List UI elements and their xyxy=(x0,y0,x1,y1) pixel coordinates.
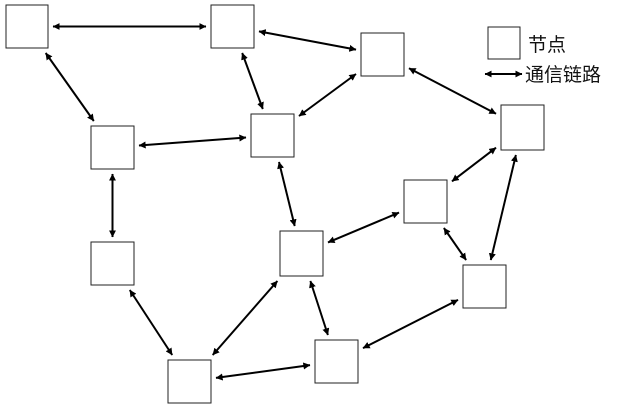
legend: 节点 通信链路 xyxy=(485,27,601,86)
node-n9 xyxy=(404,180,447,223)
link-n3-n6 xyxy=(409,68,496,113)
link-n6-n9 xyxy=(452,148,496,182)
link-n4-n5 xyxy=(139,138,246,146)
nodes-layer xyxy=(6,5,544,403)
link-n5-n8 xyxy=(279,162,295,226)
node-n12 xyxy=(168,360,211,403)
node-n10 xyxy=(463,265,506,308)
link-n8-n12 xyxy=(213,281,278,355)
node-n7 xyxy=(91,242,134,285)
link-n2-n3 xyxy=(259,31,356,49)
node-n5 xyxy=(251,114,294,157)
link-n8-n9 xyxy=(328,213,399,243)
link-n6-n10 xyxy=(491,155,516,260)
link-n2-n5 xyxy=(242,53,263,109)
legend-node-label: 节点 xyxy=(528,34,566,56)
link-n9-n10 xyxy=(444,228,466,260)
node-n8 xyxy=(280,231,323,276)
link-n3-n5 xyxy=(299,74,356,116)
node-n6 xyxy=(501,105,544,150)
link-n8-n11 xyxy=(310,281,328,335)
node-n11 xyxy=(315,340,358,383)
node-n2 xyxy=(211,5,254,48)
link-n1-n4 xyxy=(46,53,94,121)
node-n4 xyxy=(91,126,134,169)
link-n11-n12 xyxy=(216,365,310,378)
node-n1 xyxy=(6,5,48,48)
link-n7-n12 xyxy=(130,290,172,355)
legend-link-label: 通信链路 xyxy=(525,64,601,86)
link-n10-n11 xyxy=(363,300,458,348)
legend-node-swatch xyxy=(488,27,520,59)
node-n3 xyxy=(361,33,404,76)
